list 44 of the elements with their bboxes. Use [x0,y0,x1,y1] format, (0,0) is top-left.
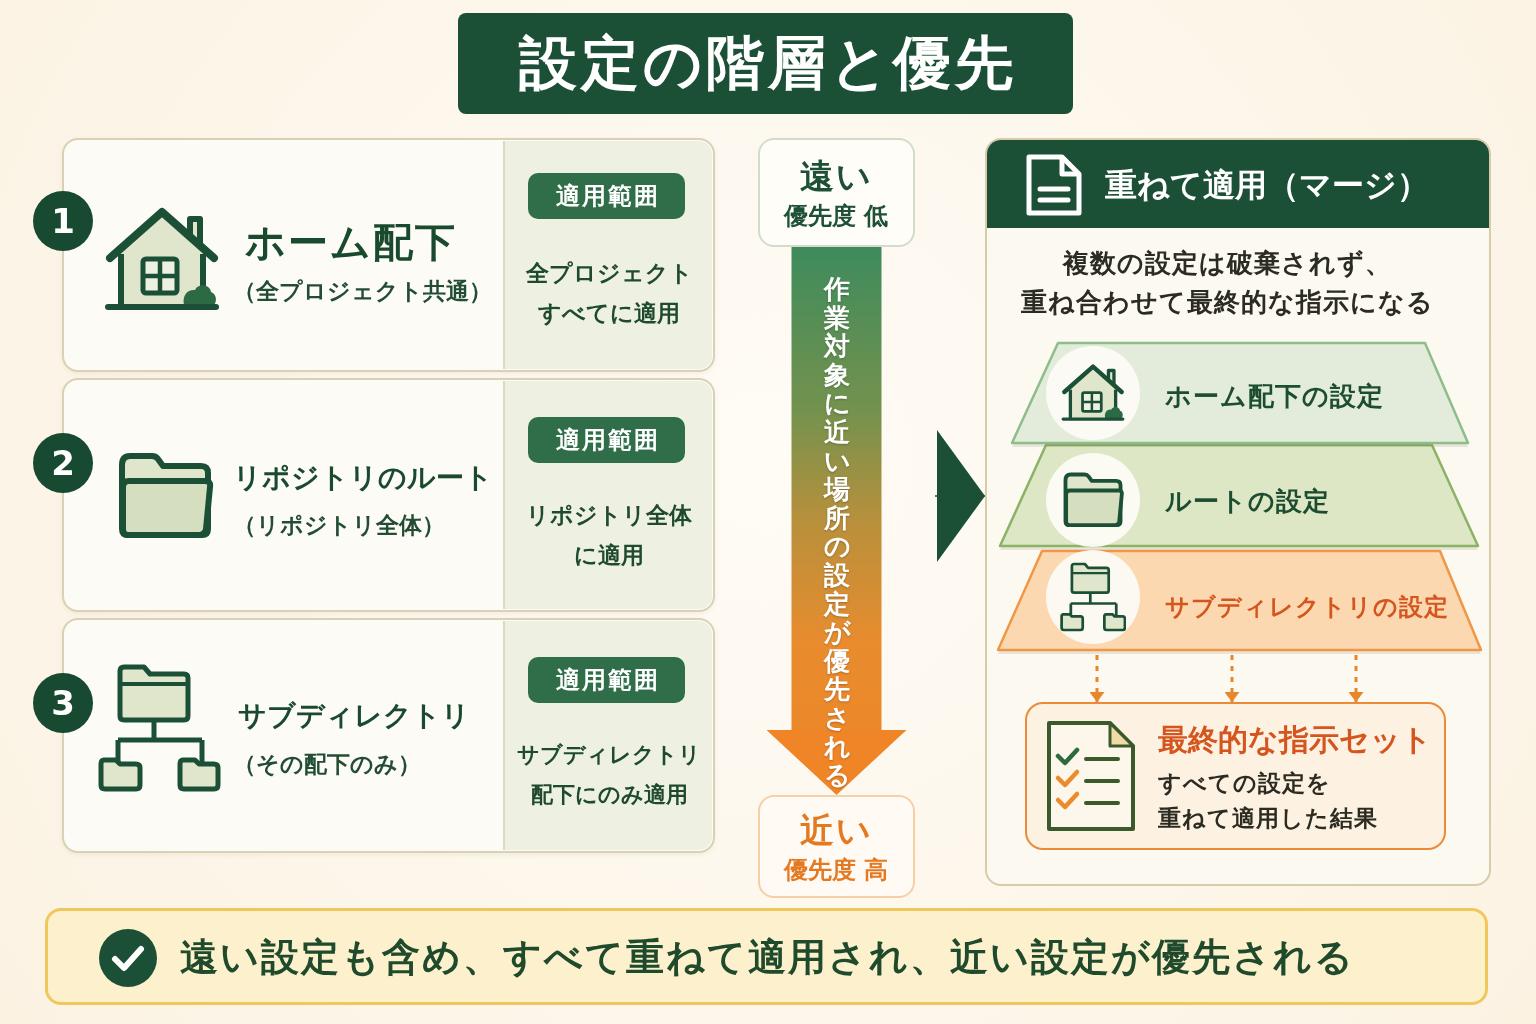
settings-layer [998,443,1481,551]
chevron-arrow [934,430,986,562]
level-title: サブディレクトリ [238,699,470,733]
scope-description: サブディレクトリ配下にのみ適用 [517,741,701,809]
result-title: 最終的な指示セット [1158,722,1432,758]
scope-description: リポジトリ全体に適用 [526,501,692,570]
edge-label: 作業対象に近い場所の設定が優先される [823,275,850,790]
settings-layer [1010,341,1471,448]
distance-box [758,138,915,247]
dashed-arrow [1224,655,1240,702]
priority-level: 優先度 高 [783,855,889,885]
diagram-title: 設定の階層と優先 [458,13,1073,114]
distance-box [758,795,915,898]
summary-banner [45,908,1488,1005]
summary-text: 遠い設定も含め、すべて重ねて適用され、近い設定が優先される [180,935,1355,981]
level-title: リポジトリのルート [233,461,493,495]
distance-label: 遠い [799,155,873,197]
scope-panel [503,621,712,850]
step-number: 2 [33,433,93,493]
step-number: 1 [33,191,93,251]
level-subtitle: （全プロジェクト共通） [233,278,492,306]
distance-label: 近い [799,809,873,851]
level-title: ホーム配下 [245,218,457,266]
layer-label: ルートの設定 [1165,486,1330,518]
panel-title: 重ねて適用（マージ） [1105,165,1429,205]
settings-layer [996,549,1484,655]
scope-panel [503,381,712,609]
result-card [1025,702,1446,850]
scope-tag: 適用範囲 [528,173,685,219]
scope-tag: 適用範囲 [528,657,685,703]
layer-label: サブディレクトリの設定 [1165,592,1449,622]
step-number: 3 [33,673,93,733]
result-description: すべての設定を重ねて適用した結果 [1158,769,1378,833]
level-subtitle: （その配下のみ） [233,751,421,779]
scope-description: 全プロジェクトすべてに適用 [525,259,693,328]
scope-tag: 適用範囲 [528,417,685,463]
layer-label: ホーム配下の設定 [1165,381,1384,413]
dashed-arrow [1089,655,1105,702]
level-subtitle: （リポジトリ全体） [233,512,445,540]
scope-panel [503,141,712,369]
panel-description: 複数の設定は破棄されず、重ね合わせて最終的な指示になる [1020,247,1434,319]
priority-level: 優先度 低 [783,201,889,231]
merge-panel [985,138,1491,886]
dashed-arrow [1348,655,1364,702]
